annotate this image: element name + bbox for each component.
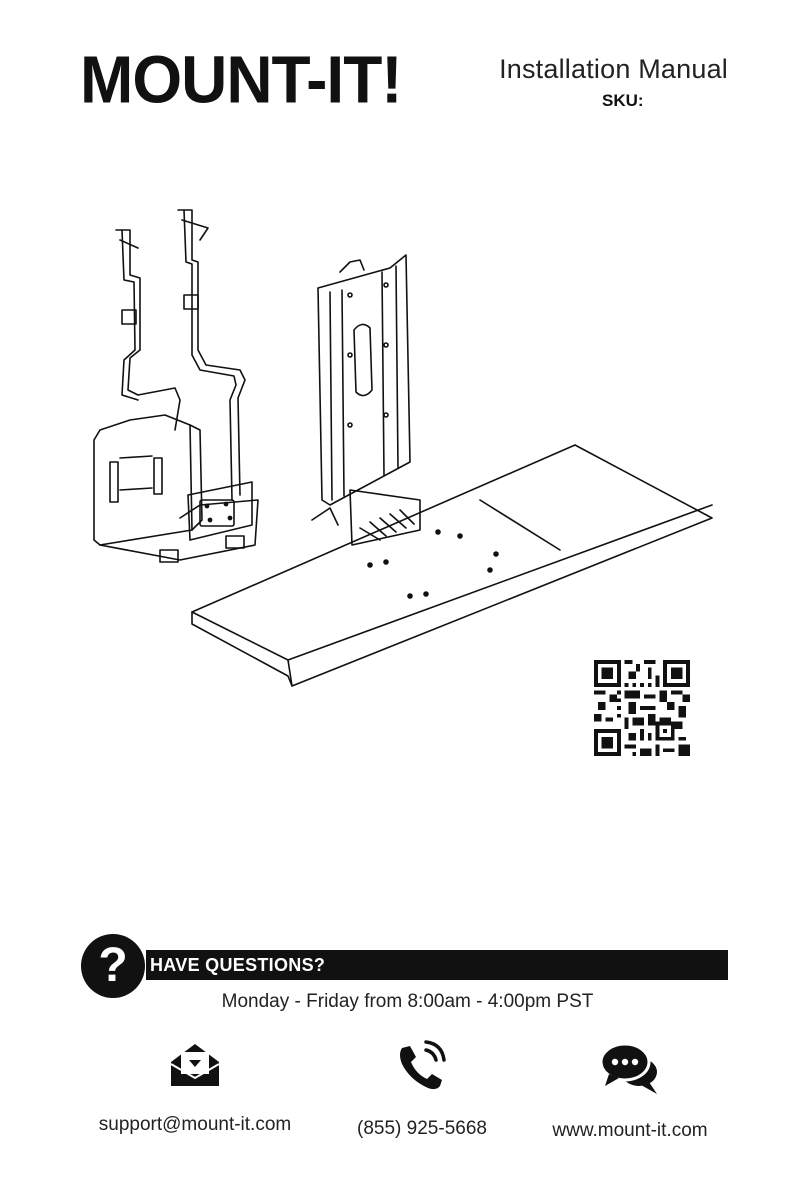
questions-banner: HAVE QUESTIONS?	[146, 950, 728, 980]
contact-website[interactable]: www.mount-it.com	[515, 1040, 745, 1142]
brand-logo: MOUNT-IT!	[80, 46, 402, 113]
questions-heading: HAVE QUESTIONS?	[146, 950, 728, 980]
contact-phone-label[interactable]: (855) 925-5668	[307, 1118, 537, 1140]
keyboard-tray-drawing	[192, 445, 712, 686]
contact-website-label[interactable]: www.mount-it.com	[515, 1120, 745, 1142]
document-title: Installation Manual	[499, 54, 728, 85]
qr-code[interactable]	[594, 660, 690, 756]
product-illustration	[80, 200, 730, 700]
contact-email-label[interactable]: support@mount-it.com	[80, 1114, 310, 1136]
track-rail-drawing	[312, 255, 420, 545]
support-hours: Monday - Friday from 8:00am - 4:00pm PST	[0, 991, 808, 1013]
contact-phone[interactable]: (855) 925-5668	[307, 1040, 537, 1140]
question-icon: ?	[81, 934, 145, 998]
chat-icon	[599, 1040, 661, 1096]
sku-label: SKU:	[602, 91, 644, 111]
envelope-icon	[167, 1040, 223, 1090]
phone-icon	[394, 1040, 450, 1094]
cpu-holder-drawing	[94, 210, 258, 562]
contact-email[interactable]: support@mount-it.com	[80, 1040, 310, 1136]
